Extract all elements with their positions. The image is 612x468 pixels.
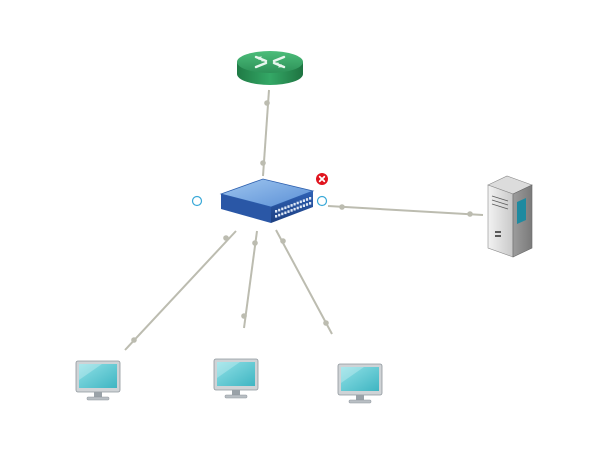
switch-port bbox=[309, 197, 312, 200]
switch-port bbox=[275, 210, 278, 213]
switch-port bbox=[278, 208, 281, 212]
connector-endpoint[interactable] bbox=[252, 240, 258, 246]
switch-port bbox=[281, 207, 284, 211]
switch-port bbox=[309, 202, 312, 205]
switch-port bbox=[290, 209, 293, 212]
router-icon bbox=[237, 51, 303, 85]
server-node[interactable] bbox=[487, 175, 533, 258]
connector-endpoint[interactable] bbox=[467, 211, 473, 217]
close-icon bbox=[318, 175, 326, 183]
connector-switch-pc-3[interactable] bbox=[275, 229, 333, 335]
switch-port bbox=[281, 212, 284, 216]
switch-port bbox=[299, 200, 302, 204]
connector-endpoint[interactable] bbox=[223, 235, 229, 241]
switch-port bbox=[293, 207, 296, 211]
connector-switch-pc-2[interactable] bbox=[241, 230, 258, 329]
switch-port bbox=[305, 203, 309, 206]
connector-router-switch[interactable] bbox=[260, 89, 270, 177]
connector-endpoint[interactable] bbox=[339, 204, 345, 210]
connector-endpoint[interactable] bbox=[323, 320, 329, 326]
delete-node-button[interactable] bbox=[316, 173, 328, 185]
switch-port bbox=[302, 199, 305, 202]
connector-endpoint[interactable] bbox=[260, 160, 266, 166]
switch-port bbox=[299, 205, 302, 209]
switch-port bbox=[293, 202, 296, 206]
switch-node[interactable] bbox=[219, 178, 315, 223]
connector-endpoint[interactable] bbox=[280, 238, 286, 244]
switch-port bbox=[287, 205, 290, 208]
switch-port bbox=[305, 198, 309, 201]
pc-node-2[interactable] bbox=[213, 358, 259, 399]
monitor-icon bbox=[213, 358, 259, 399]
switch-port bbox=[296, 201, 299, 205]
switch-port bbox=[302, 204, 305, 207]
connector-endpoint[interactable] bbox=[264, 100, 270, 106]
connector-switch-server[interactable] bbox=[327, 204, 484, 217]
switch-port bbox=[290, 204, 293, 207]
pc-node-1[interactable] bbox=[75, 360, 121, 401]
router-node[interactable] bbox=[237, 51, 303, 85]
monitor-icon bbox=[337, 363, 383, 404]
connector-endpoint[interactable] bbox=[131, 337, 137, 343]
selection-handle-right[interactable] bbox=[316, 195, 328, 207]
selection-handle-left[interactable] bbox=[191, 195, 203, 207]
switch-port bbox=[296, 206, 299, 210]
switch-port bbox=[275, 215, 278, 218]
switch-port bbox=[278, 213, 281, 217]
switch-port bbox=[287, 210, 290, 213]
monitor-icon bbox=[75, 360, 121, 401]
server-tower-icon bbox=[487, 175, 533, 258]
connector-endpoint[interactable] bbox=[241, 313, 247, 319]
switch-port bbox=[284, 206, 287, 210]
switch-port bbox=[284, 211, 287, 215]
pc-node-3[interactable] bbox=[337, 363, 383, 404]
connector-switch-pc-1[interactable] bbox=[124, 230, 237, 351]
network-switch-icon bbox=[219, 178, 315, 223]
connector-lines bbox=[124, 89, 484, 351]
